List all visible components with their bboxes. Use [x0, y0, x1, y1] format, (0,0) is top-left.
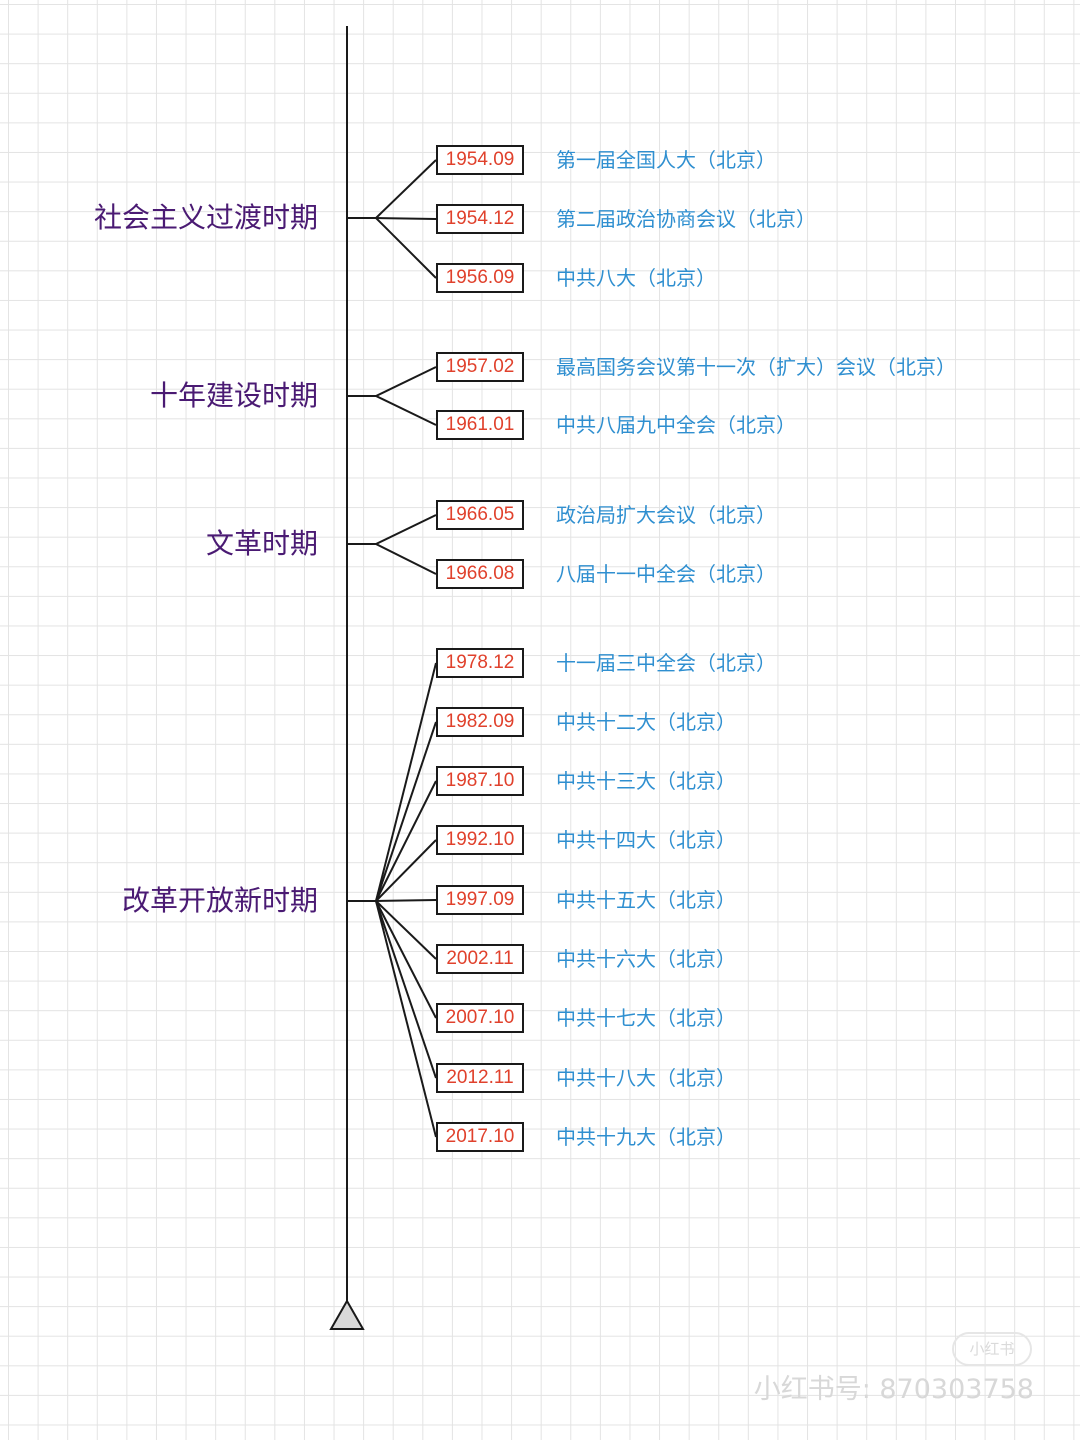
event-label: 中共十四大（北京） — [556, 828, 736, 852]
event-label: 中共十九大（北京） — [556, 1125, 736, 1149]
event-label: 中共十六大（北京） — [556, 947, 736, 971]
event-date-box: 2002.11 — [436, 944, 524, 974]
connector-line — [375, 366, 437, 397]
event-date-box: 1997.09 — [436, 885, 524, 915]
event-label: 八届十一中全会（北京） — [556, 562, 776, 586]
event-label: 中共十七大（北京） — [556, 1006, 736, 1030]
connector-line — [375, 900, 437, 1019]
event-date-box: 1954.09 — [436, 145, 524, 175]
event-label: 第一届全国人大（北京） — [556, 148, 776, 172]
event-label: 中共十三大（北京） — [556, 769, 736, 793]
connector-line — [375, 217, 437, 220]
event-date-box: 1966.08 — [436, 559, 524, 589]
event-label: 最高国务会议第十一次（扩大）会议（北京） — [556, 355, 956, 379]
connector-line — [375, 900, 437, 1079]
event-date-box: 1992.10 — [436, 825, 524, 855]
connector-line — [375, 395, 437, 426]
connector-line — [375, 217, 437, 279]
event-label: 中共八大（北京） — [556, 266, 716, 290]
event-label: 第二届政治协商会议（北京） — [556, 207, 816, 231]
connector-line — [375, 899, 437, 902]
connector-line — [375, 514, 437, 545]
event-label: 十一届三中全会（北京） — [556, 651, 776, 675]
event-date-box: 1957.02 — [436, 352, 524, 382]
event-date-box: 1961.01 — [436, 410, 524, 440]
event-date-box: 2012.11 — [436, 1063, 524, 1093]
event-label: 中共十二大（北京） — [556, 710, 736, 734]
connector-line — [375, 900, 437, 1138]
period-label: 改革开放新时期 — [121, 884, 318, 917]
watermark-badge: 小红书 — [952, 1332, 1032, 1366]
connector-line — [375, 159, 437, 219]
event-label: 政治局扩大会议（北京） — [556, 503, 776, 527]
period-label: 社会主义过渡时期 — [93, 201, 318, 234]
event-date-box: 1978.12 — [436, 648, 524, 678]
event-label: 中共十五大（北京） — [556, 888, 736, 912]
event-date-box: 1954.12 — [436, 204, 524, 234]
connector-line — [375, 721, 437, 902]
connector-line — [375, 543, 437, 575]
event-label: 中共八届九中全会（北京） — [556, 413, 796, 437]
watermark-id: 小红书号: 870303758 — [753, 1374, 1034, 1405]
event-date-box: 2017.10 — [436, 1122, 524, 1152]
connector-line — [375, 662, 437, 902]
period-label: 十年建设时期 — [149, 379, 318, 412]
period-label: 文革时期 — [205, 527, 318, 560]
event-date-box: 1982.09 — [436, 707, 524, 737]
event-date-box: 1956.09 — [436, 263, 524, 293]
connector-line — [375, 900, 437, 960]
event-date-box: 1987.10 — [436, 766, 524, 796]
event-date-box: 2007.10 — [436, 1003, 524, 1033]
event-label: 中共十八大（北京） — [556, 1066, 736, 1090]
timeline-end-arrow — [329, 1298, 365, 1330]
connector-line — [375, 839, 437, 902]
connector-line — [375, 780, 437, 902]
event-date-box: 1966.05 — [436, 500, 524, 530]
